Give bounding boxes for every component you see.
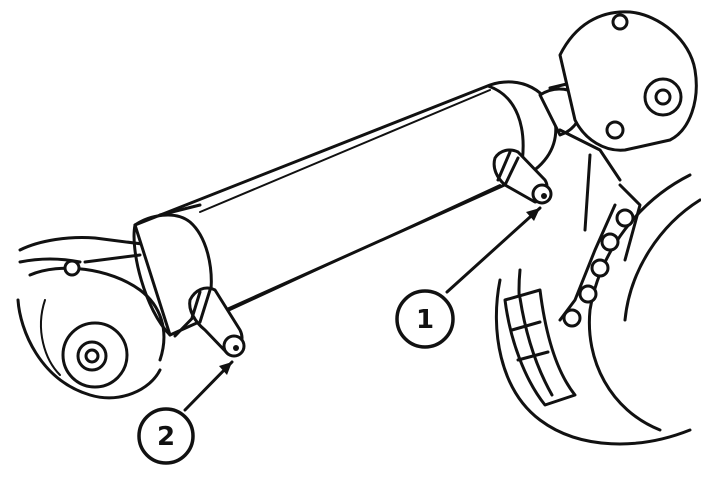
leader-lines xyxy=(183,206,542,412)
leader-arrow-1 xyxy=(445,206,542,294)
port-fitting-1 xyxy=(492,148,553,205)
port-fitting-2 xyxy=(188,286,246,358)
bolt-3 xyxy=(590,258,610,278)
right-mount xyxy=(558,10,698,262)
callout-1-label: 1 xyxy=(416,305,434,335)
bolt-1 xyxy=(615,208,635,228)
callout-1: 1 xyxy=(395,289,455,349)
left-mount xyxy=(16,236,166,400)
left-eye-inner xyxy=(76,340,108,372)
bolt-5 xyxy=(562,308,582,328)
callout-2: 2 xyxy=(137,407,195,465)
bolt-2 xyxy=(600,232,620,252)
wheel-assembly xyxy=(494,173,701,446)
bolt-4 xyxy=(578,284,598,304)
right-fastener xyxy=(605,120,625,140)
top-fastener xyxy=(611,13,629,31)
left-fastener xyxy=(63,259,81,277)
callout-2-label: 2 xyxy=(157,422,175,452)
right-eye-inner xyxy=(654,88,672,106)
